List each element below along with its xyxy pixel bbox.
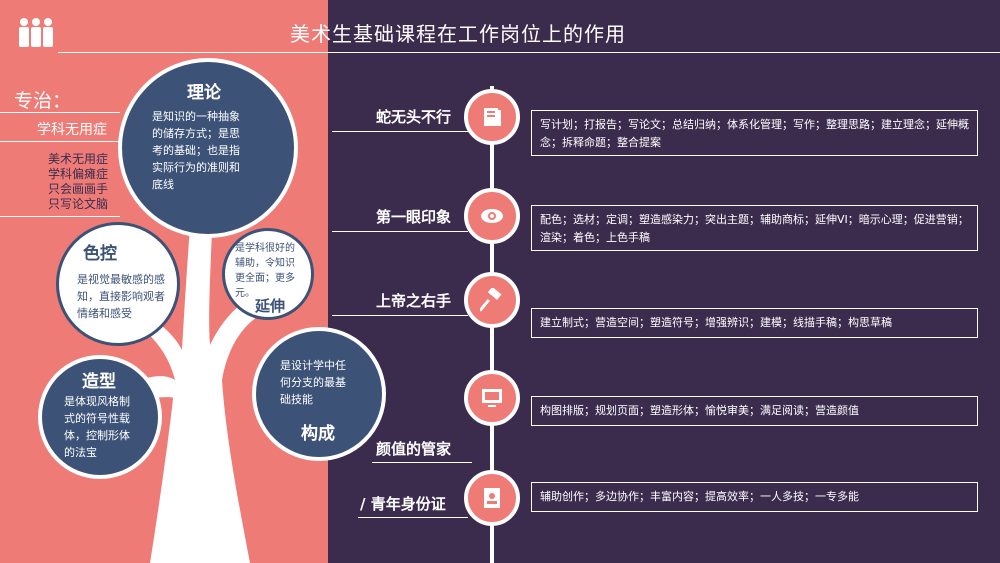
row-node bbox=[464, 470, 520, 526]
text-line: 情绪和感受 bbox=[77, 307, 132, 320]
theory-circle: 理论 是知识的一种抽象 的储存方式；是思 考的基础；也是指 实际行为的准则和 底… bbox=[118, 58, 298, 238]
text-line: 底线 bbox=[152, 178, 174, 191]
symptom-item: 美术无用症 bbox=[48, 152, 109, 166]
color-text: 是视觉最敏感的感 知，直接影响观者 情绪和感受 bbox=[77, 271, 165, 322]
monitor-icon bbox=[482, 389, 502, 407]
row-description-box: 辅助创作；多边协作；丰富内容；提高效率；一人多技；一专多能 bbox=[531, 482, 978, 512]
subject-divider bbox=[0, 141, 120, 142]
row-underline bbox=[358, 517, 468, 518]
row-label: 蛇无头不行 bbox=[376, 108, 452, 126]
row-label: / 青年身份证 bbox=[360, 495, 446, 513]
id-card-icon bbox=[484, 488, 500, 508]
text-line: 是设计学中任 bbox=[280, 359, 346, 372]
text-line: 考的基础；也是指 bbox=[152, 144, 240, 157]
text-line: 元。 bbox=[235, 288, 255, 299]
text-line: 是体现风格制 bbox=[64, 395, 130, 408]
row-underline bbox=[332, 231, 468, 232]
compose-title: 构成 bbox=[301, 424, 335, 444]
row-node bbox=[464, 89, 520, 145]
row-label: 颜值的管家 bbox=[376, 440, 452, 458]
row-description-box: 配色；选材；定调；塑造感染力；突出主题；辅助商标；延伸VI；暗示心理；促进营销；… bbox=[531, 205, 978, 251]
row-underline bbox=[372, 462, 472, 463]
row-description-box: 构图排版；规划页面；塑造形体；愉悦审美；满足阅读；营造颜值 bbox=[531, 396, 978, 426]
symptom-item: 学科偏瘫症 bbox=[48, 167, 109, 181]
right-panel bbox=[328, 0, 1000, 563]
people-icon bbox=[19, 18, 53, 47]
text-line: 是知识的一种抽象 bbox=[152, 110, 240, 123]
symptom-item: 只写论文脑 bbox=[48, 197, 109, 211]
row-description-box: 写计划；打报告；写论文；总结归纳；体系化管理；写作；整理思路；建立理念；延伸概念… bbox=[531, 110, 978, 156]
row-node bbox=[464, 370, 520, 426]
symptom-divider bbox=[0, 216, 120, 217]
page-title: 美术生基础课程在工作岗位上的作用 bbox=[290, 22, 626, 46]
text-line: 知，直接影响观者 bbox=[77, 290, 165, 303]
text-line: 的法宝 bbox=[64, 446, 97, 459]
shape-circle: 造型 是体现风格制 式的符号性载 体，控制形体 的法宝 bbox=[38, 355, 162, 479]
text-line: 是学科很好的 bbox=[235, 243, 295, 254]
row-label: 上帝之右手 bbox=[376, 292, 452, 310]
eye-icon bbox=[481, 209, 503, 223]
theory-text: 是知识的一种抽象 的储存方式；是思 考的基础；也是指 实际行为的准则和 底线 bbox=[152, 108, 240, 193]
hammer-icon bbox=[480, 288, 502, 312]
text-line: 辅助，令知识 bbox=[235, 258, 295, 269]
specialty-label: 专治： bbox=[14, 90, 72, 112]
text-line: 式的符号性载 bbox=[64, 412, 130, 425]
color-title: 色控 bbox=[83, 244, 117, 264]
text-line: 体，控制形体 bbox=[64, 429, 130, 442]
text-line: 更全面；更多 bbox=[235, 273, 295, 284]
compose-circle: 是设计学中任 何分支的最基 础技能 构成 bbox=[252, 327, 386, 461]
theory-title: 理论 bbox=[187, 83, 221, 103]
shape-title: 造型 bbox=[82, 372, 116, 392]
compose-text: 是设计学中任 何分支的最基 础技能 bbox=[280, 357, 346, 408]
row-node bbox=[464, 272, 520, 328]
row-underline bbox=[332, 131, 468, 132]
extend-text: 是学科很好的 辅助，令知识 更全面；更多 元。 bbox=[235, 241, 295, 301]
text-line: 是视觉最敏感的感 bbox=[77, 273, 165, 286]
row-description-box: 建立制式；营造空间；塑造符号；增强辨识；建模；线描手稿；构思草稿 bbox=[531, 308, 978, 338]
subject-label: 学科无用症 bbox=[37, 122, 107, 138]
row-underline bbox=[332, 315, 468, 316]
text-line: 何分支的最基 bbox=[280, 376, 346, 389]
symptom-list: 美术无用症 学科偏瘫症 只会画画手 只写论文脑 bbox=[48, 152, 108, 212]
book-icon bbox=[484, 108, 501, 126]
text-line: 础技能 bbox=[280, 393, 313, 406]
text-line: 实际行为的准则和 bbox=[152, 161, 240, 174]
symptom-item: 只会画画手 bbox=[48, 182, 109, 196]
row-node bbox=[464, 188, 520, 244]
text-line: 的储存方式；是思 bbox=[152, 127, 240, 140]
extend-circle: 是学科很好的 辅助，令知识 更全面；更多 元。 延伸 bbox=[222, 228, 314, 320]
row-label: 第一眼印象 bbox=[376, 208, 452, 226]
title-divider bbox=[58, 52, 1000, 53]
specialty-divider bbox=[0, 112, 120, 113]
color-circle: 色控 是视觉最敏感的感 知，直接影响观者 情绪和感受 bbox=[56, 222, 180, 346]
extend-title: 延伸 bbox=[255, 297, 286, 315]
shape-text: 是体现风格制 式的符号性载 体，控制形体 的法宝 bbox=[64, 393, 130, 461]
